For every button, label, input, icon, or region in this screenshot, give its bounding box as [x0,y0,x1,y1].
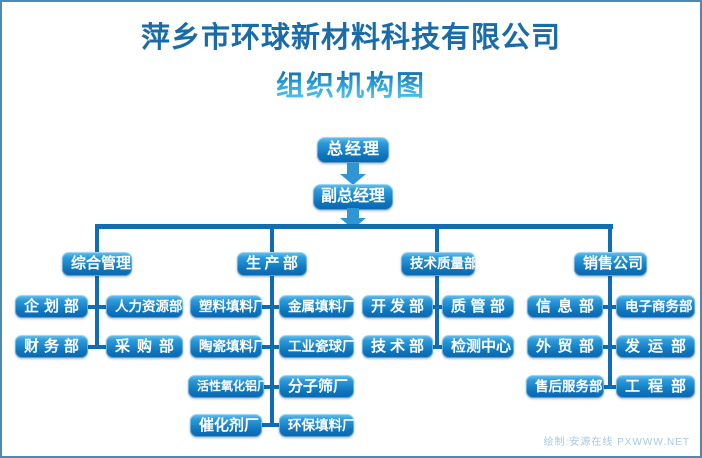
arrow-head [340,218,366,229]
node-activated-alumina-plant: 活性氧化铝厂 [188,375,264,398]
node-metal-packing-plant: 金属填料厂 [279,295,354,318]
connector-stub [256,345,285,349]
branch-header-tech-quality-dept: 技术质量部 [401,252,475,276]
connector-stub [256,385,285,389]
connector-branch3-vertical [435,224,439,349]
connector-stub [256,423,285,427]
node-quality-control-dept: 质管部 [442,295,514,318]
connector-stub [426,345,448,349]
node-catalyst-plant: 催化剂厂 [190,414,262,437]
arrow-shaft [347,163,359,175]
arrow-head [340,174,366,185]
branch-header-sales-company: 销售公司 [574,252,647,276]
node-development-dept: 开发部 [362,295,433,318]
node-hr-dept: 人力资源部 [106,295,183,318]
connector-branch1-vertical [95,224,99,349]
node-finance-dept: 财务部 [15,335,88,358]
connector-stub [597,385,622,389]
node-testing-center: 检测中心 [442,335,514,358]
node-shipping-dept: 发运部 [616,335,695,358]
node-technology-dept: 技术部 [362,335,433,358]
connector-branch2-vertical [270,224,274,427]
node-eco-packing-plant: 环保填料厂 [279,414,354,437]
arrow-down-icon [340,163,366,185]
connector-stub [597,345,622,349]
connector-stub [256,305,285,309]
node-e-commerce-dept: 电子商务部 [616,295,695,318]
node-ceramic-packing-plant: 陶瓷填料厂 [190,335,262,358]
node-planning-dept: 企划部 [15,295,88,318]
connector-horizontal-trunk [95,224,613,229]
arrow-down-icon [340,208,366,229]
node-after-sales-dept: 售后服务部 [526,375,604,398]
node-purchasing-dept: 采购部 [106,335,183,358]
connector-stub [426,305,448,309]
credit-watermark: 绘制:安源在线 PXWWW.NET [543,437,690,448]
page-title: 组织机构图 [2,64,700,104]
connector-stub [82,345,112,349]
connector-stub [597,305,622,309]
node-foreign-trade-dept: 外贸部 [527,335,603,358]
node-deputy-general-manager: 副总经理 [313,184,393,210]
node-plastic-packing-plant: 塑料填料厂 [190,295,262,318]
node-information-dept: 信息部 [527,295,603,318]
branch-header-general-management: 综合管理 [62,252,132,276]
node-engineering-dept: 工程部 [616,375,695,398]
branch-header-production-dept: 生产部 [237,252,307,276]
arrow-shaft [347,208,359,219]
company-name: 萍乡市环球新材料科技有限公司 [140,22,561,54]
node-molecular-sieve-plant: 分子筛厂 [279,375,354,398]
connector-stub [82,305,112,309]
node-general-manager: 总经理 [317,137,389,163]
node-industrial-ceramic-ball-plant: 工业瓷球厂 [279,335,354,358]
